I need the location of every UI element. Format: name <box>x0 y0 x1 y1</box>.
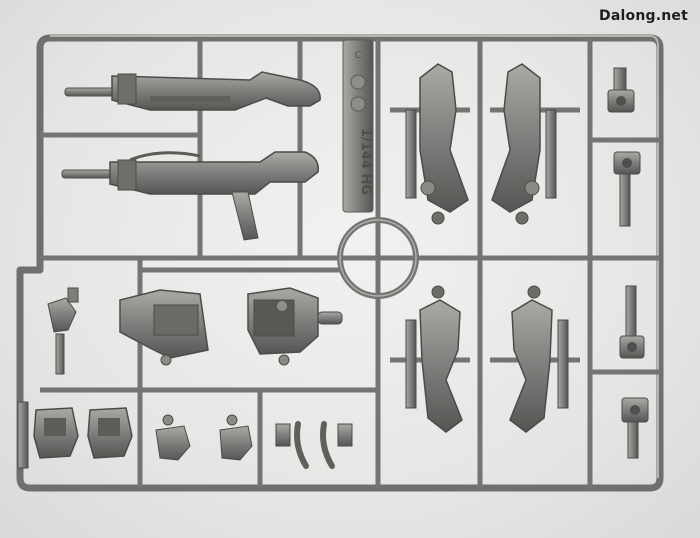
leg-part-top-right <box>491 63 557 225</box>
leg-part-bottom-right <box>509 285 569 433</box>
rifle-part-upper <box>64 71 321 111</box>
sprue-frame <box>16 34 664 492</box>
antenna-parts <box>275 421 353 469</box>
rifle-part-lower <box>61 151 319 241</box>
hand-parts <box>155 414 253 461</box>
watermark-text: Dalong.net <box>599 8 688 24</box>
foot-parts <box>33 407 133 459</box>
logo-tag-text: 1/144 HG <box>358 128 373 195</box>
logo-tag: C 1/144 HG <box>342 39 374 213</box>
leg-part-top-left <box>405 63 469 225</box>
sprue-ring <box>337 217 419 299</box>
svg-text:C: C <box>355 50 362 61</box>
small-parts-left <box>17 287 79 469</box>
small-parts-right <box>607 67 649 459</box>
sprue-frame-highlight <box>50 35 659 478</box>
center-parts <box>119 287 343 366</box>
leg-part-bottom-left <box>405 285 463 433</box>
